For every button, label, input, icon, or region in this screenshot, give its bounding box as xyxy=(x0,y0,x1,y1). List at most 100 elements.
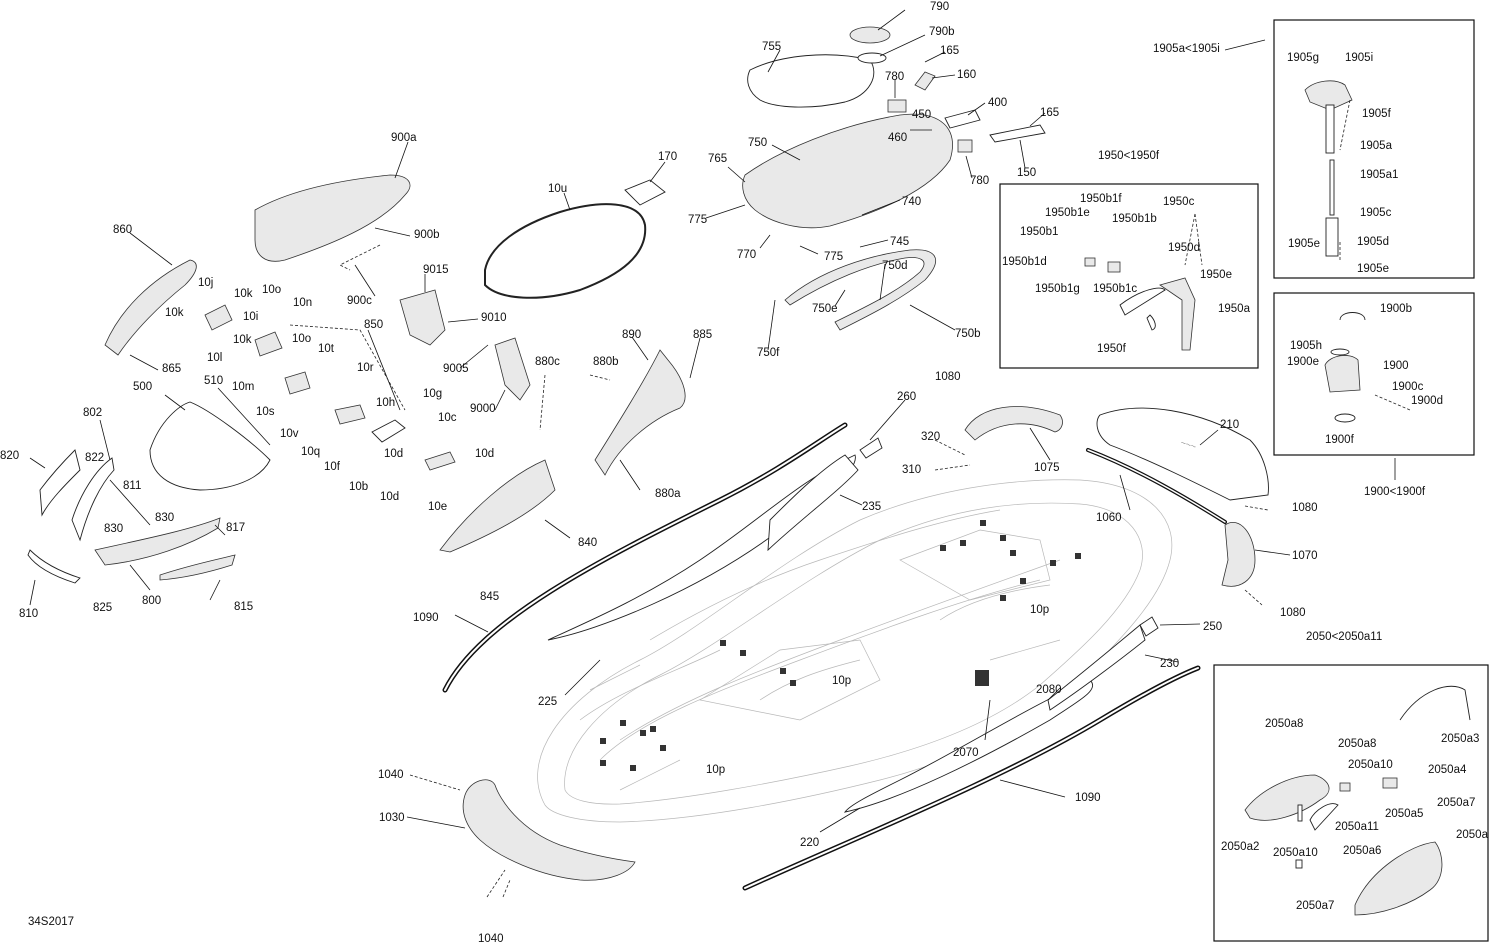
label-450: 450 xyxy=(912,109,931,121)
label-2050a4: 2050a4 xyxy=(1428,764,1467,776)
label-865: 865 xyxy=(162,363,181,375)
part-2050a4 xyxy=(1382,777,1398,789)
cable-2050a3 xyxy=(1399,685,1471,721)
part-800 xyxy=(94,517,221,566)
label-830b: 830 xyxy=(104,523,123,535)
label-10k-c: 10k xyxy=(233,334,252,346)
label-9010: 9010 xyxy=(481,312,507,324)
label-10f: 10f xyxy=(324,461,341,473)
deck-750 xyxy=(742,113,953,229)
label-850: 850 xyxy=(364,319,383,331)
label-400: 400 xyxy=(988,97,1007,109)
box-title-1950: 1950<1950f xyxy=(1098,150,1160,162)
label-220: 220 xyxy=(800,837,819,849)
label-890: 890 xyxy=(622,329,641,341)
storage-900a xyxy=(254,174,411,262)
label-1080c: 1080 xyxy=(1280,607,1306,619)
label-9015: 9015 xyxy=(423,264,449,276)
label-2050a5: 2050a5 xyxy=(1385,808,1423,820)
label-250: 250 xyxy=(1203,621,1222,633)
label-765: 765 xyxy=(708,153,727,165)
label-230: 230 xyxy=(1160,658,1179,670)
part-810 xyxy=(27,549,81,584)
bracket-1950a xyxy=(1159,277,1196,351)
label-885: 885 xyxy=(693,329,712,341)
label-1950d: 1950d xyxy=(1168,242,1200,254)
label-10o: 10o xyxy=(262,284,281,296)
part-10h xyxy=(371,419,406,443)
part-802 xyxy=(71,457,115,542)
label-820: 820 xyxy=(0,450,19,462)
label-1080b: 1080 xyxy=(1292,502,1318,514)
label-2050a6: 2050a6 xyxy=(1343,845,1381,857)
part-10b xyxy=(424,451,456,471)
label-165b: 165 xyxy=(1040,107,1059,119)
part-150 xyxy=(989,124,1046,143)
part-10s xyxy=(284,371,311,395)
oring-1900e xyxy=(1330,348,1350,356)
label-822: 822 xyxy=(85,452,104,464)
part-2050a10b xyxy=(1297,804,1303,822)
label-1905a: 1905a xyxy=(1360,140,1393,152)
label-1070: 1070 xyxy=(1292,550,1318,562)
label-1905g: 1905g xyxy=(1287,52,1319,64)
label-1080: 1080 xyxy=(935,371,961,383)
cap-790 xyxy=(849,26,891,44)
label-2050a2: 2050a2 xyxy=(1221,841,1259,853)
part-780b xyxy=(957,139,973,153)
rub-strip-right xyxy=(742,665,1201,891)
label-10k: 10k xyxy=(234,288,253,300)
gasket-1900f xyxy=(1334,413,1356,423)
dashed-leaders xyxy=(289,99,1411,898)
cap-260 xyxy=(859,437,883,459)
part-815 xyxy=(159,554,236,581)
detail-box-1905 xyxy=(1273,19,1475,279)
label-10r: 10r xyxy=(357,362,374,374)
label-2050a7-b: 2050a7 xyxy=(1296,900,1334,912)
rod-1905a1 xyxy=(1329,159,1335,216)
label-10n: 10n xyxy=(293,297,312,309)
label-160: 160 xyxy=(957,69,976,81)
svg-text:~~~: ~~~ xyxy=(1179,437,1197,451)
label-10q: 10q xyxy=(301,446,320,458)
label-10u: 10u xyxy=(548,183,567,195)
label-10o-b: 10o xyxy=(292,333,311,345)
label-2070: 2070 xyxy=(953,747,979,759)
label-1950b1b: 1950b1b xyxy=(1112,213,1157,225)
label-10p-b: 10p xyxy=(832,675,851,687)
label-1950c: 1950c xyxy=(1163,196,1195,208)
part-400 xyxy=(944,109,981,129)
label-10s: 10s xyxy=(256,406,275,418)
label-235: 235 xyxy=(862,501,881,513)
label-1950f: 1950f xyxy=(1097,343,1127,355)
part-780a xyxy=(887,99,907,113)
gasket-10u xyxy=(484,203,647,299)
label-10b: 10b xyxy=(349,481,368,493)
label-1905f: 1905f xyxy=(1362,108,1392,120)
rub-strip-left xyxy=(442,422,848,693)
label-900c: 900c xyxy=(347,295,372,307)
part-1950b1b xyxy=(1107,261,1121,273)
label-750d: 750d xyxy=(882,260,908,272)
panel-880a xyxy=(594,349,686,476)
label-800: 800 xyxy=(142,595,161,607)
label-880a: 880a xyxy=(655,488,681,500)
hull-outline xyxy=(537,479,1173,823)
part-2050a7b xyxy=(1295,859,1303,869)
label-880c: 880c xyxy=(535,356,560,368)
label-750: 750 xyxy=(748,137,767,149)
tube-1905a xyxy=(1325,104,1335,154)
part-170 xyxy=(624,179,666,206)
label-170: 170 xyxy=(658,151,677,163)
label-1950b1e: 1950b1e xyxy=(1045,207,1090,219)
label-460: 460 xyxy=(888,132,907,144)
label-10e: 10e xyxy=(428,501,447,513)
label-1090: 1090 xyxy=(413,612,439,624)
label-810: 810 xyxy=(19,608,38,620)
label-775: 775 xyxy=(688,214,707,226)
side-panel-235 xyxy=(767,454,859,552)
cap-1900 xyxy=(1324,355,1361,393)
label-1950b1: 1950b1 xyxy=(1020,226,1058,238)
part-160 xyxy=(914,71,936,91)
